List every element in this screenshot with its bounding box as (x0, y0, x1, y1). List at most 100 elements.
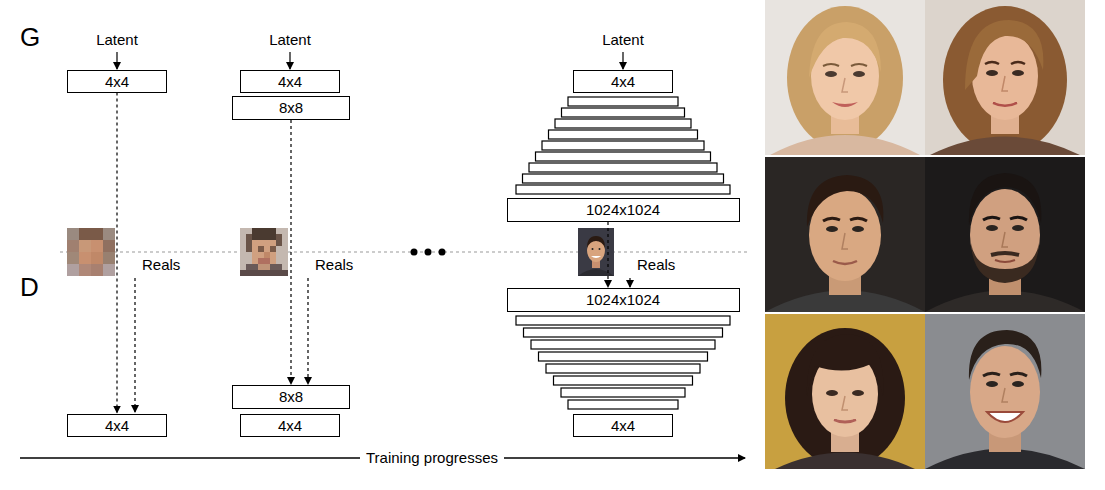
real-image-1024-part (599, 248, 601, 250)
generated-face-part (834, 420, 856, 423)
generated-face-part (970, 346, 1040, 438)
generated-face-part (985, 62, 999, 64)
axis-label: Training progresses (360, 449, 504, 467)
stream-label: Latent (602, 31, 644, 49)
generator-layers (516, 97, 730, 194)
discriminator-layers-part (516, 316, 730, 325)
generated-face-part (991, 253, 1019, 255)
pixel-image-4x4-part (79, 252, 91, 264)
layer-box: 1024x1024 (507, 288, 740, 312)
layer-box: 8x8 (232, 385, 350, 409)
generated-face-part (826, 390, 838, 396)
ellipsis-dots (411, 249, 446, 256)
generated-face-part (993, 103, 1017, 106)
network-letter: G (20, 22, 40, 53)
generated-face (925, 0, 1085, 155)
generator-layers-part (523, 174, 724, 183)
generated-face-part (1010, 373, 1027, 376)
generator-layers-part (549, 130, 698, 139)
generated-face-part (775, 453, 915, 470)
pixel-image-4x4-part (79, 228, 91, 240)
pixel-image-4x4-part (103, 240, 115, 252)
real-image-1024-part (592, 248, 594, 250)
latent-arrows-part (116, 52, 117, 69)
real-image-1024-part (587, 236, 605, 248)
reals-arrows-part (134, 278, 135, 412)
pixel-image-8x8-part (258, 264, 270, 270)
pixel-image-8x8-part (252, 228, 276, 240)
generated-face-part (986, 225, 998, 231)
layer-size: 1024x1024 (586, 288, 660, 312)
pixel-image-4x4-part (67, 264, 79, 276)
layer-box: 4x4 (240, 414, 340, 437)
layer-box: 8x8 (232, 96, 350, 120)
generated-face-part (842, 233, 848, 249)
generated-face-part (770, 135, 920, 155)
pixel-image-4x4 (67, 228, 115, 276)
generated-face-part (807, 175, 883, 227)
layer-size: 4x4 (611, 414, 635, 437)
generated-face-part (765, 157, 925, 312)
pixel-image-4x4-part (103, 228, 115, 240)
generated-face-part (832, 102, 858, 107)
layer-size: 8x8 (279, 96, 303, 120)
generator-layers-part (542, 141, 704, 150)
pixel-image-4x4-part (79, 240, 91, 252)
pixel-image-8x8-part (252, 240, 276, 264)
generated-face-part (986, 70, 998, 76)
stream-label: Reals (315, 256, 353, 274)
pixel-image-4x4-part (67, 228, 79, 240)
pixel-image-4x4-part (91, 252, 103, 264)
network-letter: D (20, 272, 39, 303)
generator-layers-part (536, 152, 711, 161)
generated-face-part (852, 390, 864, 396)
pixel-image-4x4-part (103, 264, 115, 276)
generated-face-part (765, 314, 925, 469)
generator-layers-part (568, 97, 678, 106)
layer-box: 1024x1024 (507, 198, 740, 222)
discriminator-layers-part (561, 388, 685, 397)
real-image-1024-part (591, 256, 601, 258)
separator-line (60, 252, 748, 253)
generated-face (925, 157, 1085, 312)
generated-face-part (930, 137, 1080, 156)
generated-face-part (1002, 388, 1008, 402)
generated-face-part (1011, 62, 1025, 64)
generated-face-part (995, 260, 1015, 262)
generated-face-part (787, 6, 903, 150)
generator-layers-part (516, 185, 730, 194)
ellipsis-dots-part (439, 249, 446, 256)
generated-face-part (971, 243, 1039, 283)
generated-face-part (833, 261, 857, 264)
pixel-image-8x8-part (246, 234, 252, 252)
stream-label: Latent (96, 31, 138, 49)
generated-face-part (1012, 225, 1024, 231)
generated-face-part (842, 396, 848, 410)
generated-face-part (943, 6, 1067, 154)
generator-layers-part (529, 163, 717, 172)
generated-face-part (1012, 381, 1024, 387)
generated-face (765, 314, 925, 469)
generated-face-part (823, 218, 840, 221)
generated-face-part (987, 412, 1023, 422)
pixel-image-8x8-part (270, 246, 276, 252)
reals-arrows-part (307, 278, 308, 384)
generated-face-part (826, 226, 838, 232)
layer-box: 4x4 (240, 70, 340, 93)
layer-size: 4x4 (278, 414, 302, 437)
latent-arrows-part (289, 52, 290, 69)
generated-face-part (765, 0, 925, 155)
generated-face-part (825, 71, 837, 77)
generated-face-part (965, 20, 1043, 90)
stream-label: Reals (142, 256, 180, 274)
ellipsis-dots-part (411, 249, 418, 256)
generated-face-part (1010, 217, 1027, 220)
generator-layers-part (562, 108, 685, 117)
generated-face-part (1002, 76, 1008, 91)
discriminator-layers-part (554, 376, 693, 385)
pixel-image-8x8-part (258, 246, 264, 252)
pixel-image-4x4-part (91, 264, 103, 276)
pixel-image-8x8-part (240, 228, 288, 276)
pixel-image-4x4-part (67, 252, 79, 264)
